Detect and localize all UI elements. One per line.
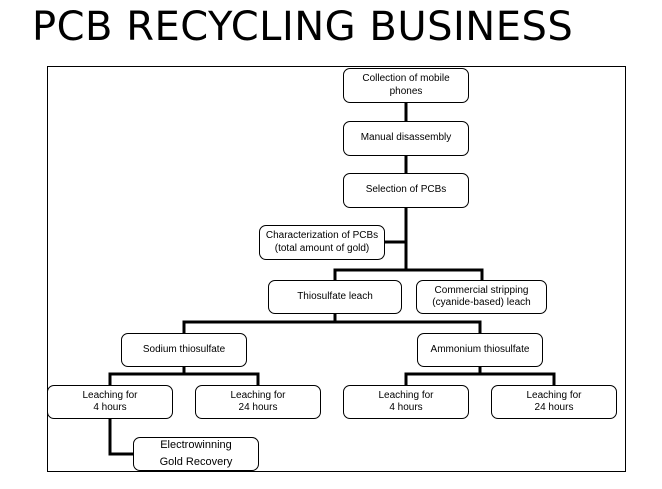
node-ammonium-leach-4h: Leaching for 4 hours: [343, 385, 469, 419]
node-commercial-stripping: Commercial stripping (cyanide-based) lea…: [416, 280, 547, 314]
node-manual-disassembly: Manual disassembly: [343, 121, 469, 156]
node-ammonium-leach-24h: Leaching for 24 hours: [491, 385, 617, 419]
node-collection: Collection of mobile phones: [343, 68, 469, 103]
node-electrowinning: Electrowinning Gold Recovery: [133, 437, 259, 471]
node-thiosulfate-leach: Thiosulfate leach: [268, 280, 402, 314]
node-characterization: Characterization of PCBs (total amount o…: [259, 225, 385, 260]
node-selection: Selection of PCBs: [343, 173, 469, 208]
node-sodium-leach-24h: Leaching for 24 hours: [195, 385, 321, 419]
node-sodium-leach-4h: Leaching for 4 hours: [47, 385, 173, 419]
slide-title: PCB RECYCLING BUSINESS: [32, 4, 574, 50]
node-ammonium-thiosulfate: Ammonium thiosulfate: [417, 333, 543, 367]
node-sodium-thiosulfate: Sodium thiosulfate: [121, 333, 247, 367]
flowchart-frame: [47, 66, 626, 472]
